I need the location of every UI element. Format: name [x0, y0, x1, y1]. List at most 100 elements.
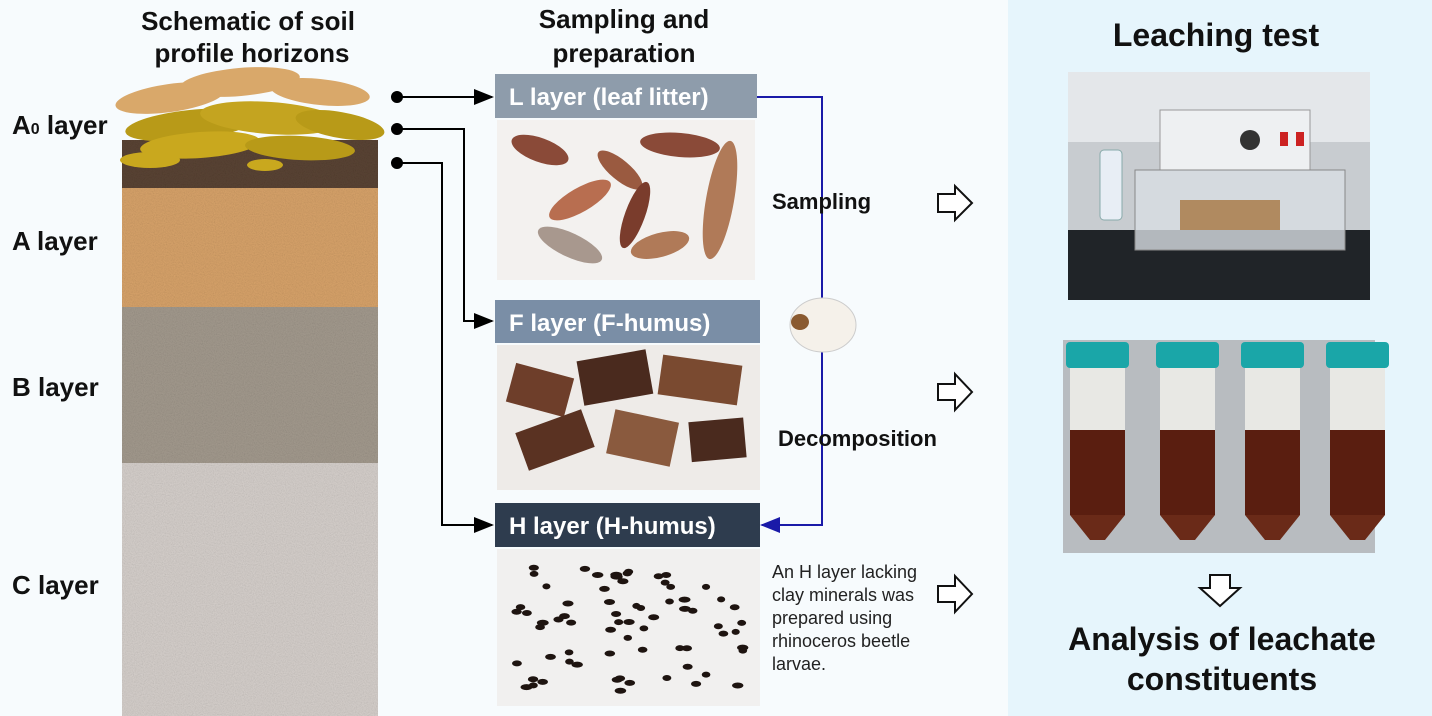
- frass-pellet: [637, 646, 648, 653]
- frass-pellet: [515, 604, 526, 611]
- l-layer-label-box: [495, 74, 757, 118]
- centrifuge-tube: [1241, 342, 1304, 540]
- frass-pellet: [566, 619, 577, 626]
- frass-pellet: [717, 596, 726, 603]
- frass-pellet: [571, 661, 583, 668]
- frass-pellet: [599, 585, 610, 592]
- frass-pellet: [591, 572, 604, 579]
- f-layer-label-box: [495, 300, 760, 343]
- frass-pellet: [521, 609, 532, 616]
- frass-pellet: [632, 602, 641, 609]
- frass-pellet: [611, 611, 622, 618]
- frass-pellet: [679, 605, 691, 612]
- frass-pellet: [623, 634, 633, 641]
- frass-pellet: [690, 680, 702, 687]
- c-layer-block: [122, 460, 378, 716]
- frass-pellet: [542, 583, 551, 590]
- frass-pellet: [729, 604, 740, 611]
- frass-pellet: [665, 598, 674, 605]
- frass-pellet: [565, 658, 574, 665]
- frass-pellet: [678, 596, 691, 603]
- frass-pellet: [713, 623, 723, 630]
- svg-text:rhinoceros beetle: rhinoceros beetle: [772, 631, 910, 651]
- frass-pellet: [614, 619, 624, 626]
- frass-pellet: [512, 660, 522, 667]
- frass-pellet: [639, 625, 649, 632]
- svg-text:An H layer lacking: An H layer lacking: [772, 562, 917, 582]
- arrow-to-h-layer: [397, 162, 494, 533]
- centrifuge-tube: [1156, 342, 1219, 540]
- frass-pellet: [579, 565, 591, 572]
- frass-pellet: [738, 647, 748, 654]
- shaker-photo: [1068, 72, 1370, 300]
- frass-pellet: [653, 573, 664, 580]
- frass-pellet: [604, 650, 616, 657]
- svg-text:clay minerals was: clay minerals was: [772, 585, 914, 605]
- decomposition-label: Decomposition: [778, 426, 937, 451]
- frass-pellet: [624, 679, 636, 686]
- frass-pellet: [545, 653, 556, 660]
- leaf-litter-photo: [497, 120, 755, 280]
- frass-pellet: [529, 570, 539, 577]
- frass-pellet: [562, 600, 574, 607]
- c-layer-label: C layer: [12, 570, 99, 600]
- soil-title-1: Schematic of soil: [141, 6, 355, 36]
- b-layer-block: [122, 305, 378, 463]
- a0-layer-label: A0 layer: [12, 110, 108, 140]
- frass-pellet: [718, 630, 729, 637]
- frass-pellet: [701, 583, 711, 590]
- h-humus-photo: [497, 549, 760, 706]
- frass-pellet: [681, 645, 693, 652]
- frass-pellet: [537, 678, 548, 685]
- frass-pellet: [732, 682, 744, 689]
- frass-pellet: [611, 676, 623, 683]
- frass-pellet: [535, 624, 545, 631]
- arrow-to-f-layer: [397, 128, 494, 329]
- beetle-larva-icon: [789, 297, 857, 353]
- h-layer-label-box: [495, 503, 760, 547]
- frass-pellet: [603, 598, 616, 605]
- f-humus-photo: [497, 345, 760, 490]
- svg-text:prepared using: prepared using: [772, 608, 892, 628]
- frass-pellet: [528, 682, 538, 689]
- frass-pellet: [623, 619, 635, 626]
- frass-pellet: [682, 663, 693, 670]
- connectors: [391, 89, 823, 533]
- frass-pellet: [660, 579, 670, 586]
- frass-pellet: [527, 676, 539, 683]
- l-layer-label: L layer (leaf litter): [509, 84, 709, 111]
- analysis-line-1: Analysis of leachate: [1068, 621, 1376, 657]
- frass-pellet: [617, 578, 629, 585]
- frass-pellet: [622, 570, 633, 577]
- sampling-label: Sampling: [772, 189, 871, 214]
- frass-pellet: [648, 614, 660, 621]
- right-arrow-icon: [937, 573, 974, 615]
- f-layer-label: F layer (F-humus): [509, 310, 710, 337]
- down-arrow-icon: [1197, 574, 1243, 608]
- frass-pellet: [737, 619, 747, 626]
- leachate-tubes-photo: [1063, 340, 1389, 553]
- centrifuge-tube: [1066, 342, 1129, 540]
- frass-pellet: [661, 571, 672, 578]
- frass-pellet: [614, 687, 627, 694]
- svg-text:larvae.: larvae.: [772, 654, 826, 674]
- soil-title-2: profile horizons: [155, 38, 350, 68]
- soil-profile: [115, 67, 385, 716]
- sampling-title-1: Sampling and: [539, 4, 709, 34]
- h-layer-note: An H layer lacking clay minerals was pre…: [772, 562, 917, 674]
- h-layer-label: H layer (H-humus): [509, 513, 716, 540]
- frass-pellet: [564, 649, 574, 656]
- frass-pellet: [511, 608, 522, 615]
- frass-pellet: [666, 583, 676, 590]
- b-layer-label: B layer: [12, 372, 99, 402]
- frass-pellet: [675, 645, 685, 652]
- leaching-title: Leaching test: [1113, 17, 1320, 53]
- frass-pellet: [605, 626, 617, 633]
- leaf-litter-icon: [115, 67, 385, 171]
- frass-pellet: [559, 613, 570, 620]
- a-layer-block: [122, 185, 378, 307]
- frass-pellet: [662, 675, 672, 682]
- analysis-line-2: constituents: [1127, 661, 1317, 697]
- sampling-title-2: preparation: [552, 38, 695, 68]
